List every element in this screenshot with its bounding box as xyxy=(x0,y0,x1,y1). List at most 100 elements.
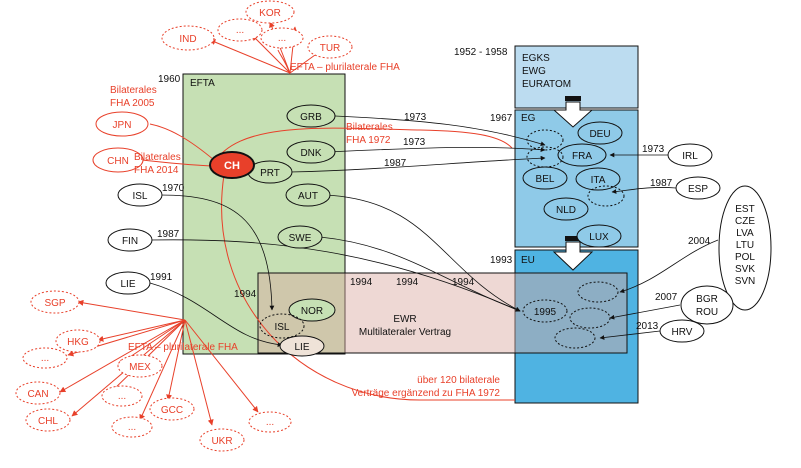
eg-member-deu: DEU xyxy=(589,129,610,140)
fha-top-label: EFTA – plurilaterale FHA xyxy=(290,62,400,73)
fha-kor: KOR xyxy=(259,8,281,19)
oval-isl-out xyxy=(117,183,163,207)
oval-dnk xyxy=(286,140,336,164)
ch-jpn-line xyxy=(149,123,215,161)
egks-line-1: EGKS xyxy=(522,53,550,64)
oval-gcc xyxy=(149,397,195,421)
outside-hrv: HRV xyxy=(672,327,693,338)
fha-ind: IND xyxy=(179,34,196,45)
dotted-eu-2013 xyxy=(554,327,596,349)
efta-member-aut: AUT xyxy=(298,191,318,202)
year-2004: 2004 xyxy=(688,236,711,247)
year-aut: 1994 xyxy=(350,277,373,288)
oval-bot-dots-2 xyxy=(101,385,143,407)
oval-chl xyxy=(25,408,71,432)
efta-year: 1960 xyxy=(158,74,181,85)
eg-member-nld: NLD xyxy=(556,205,576,216)
efta-member-prt: PRT xyxy=(260,168,280,179)
arrow-swe xyxy=(319,236,521,312)
egks-line-2: EWG xyxy=(522,66,546,77)
oval-bgr-rou xyxy=(680,285,734,325)
oval-ch xyxy=(209,151,255,179)
egks-year: 1952 - 1958 xyxy=(454,47,508,58)
fha-chn-text-1: Bilaterales xyxy=(134,152,181,163)
efta-member-grb: GRB xyxy=(300,112,322,123)
fha-bot-dots-2: ... xyxy=(118,391,126,402)
outside-bgr: BGR xyxy=(696,294,718,305)
eu-year: 1993 xyxy=(490,255,513,266)
dotted-eu-2004 xyxy=(577,281,619,303)
eg-year: 1967 xyxy=(490,113,513,124)
arrow-esp xyxy=(611,187,677,194)
oval-bot-dots-4 xyxy=(248,411,292,433)
oval-irl xyxy=(667,143,713,167)
year-dnk: 1973 xyxy=(403,137,426,148)
year-prt: 1987 xyxy=(384,158,407,169)
fha-hkg: HKG xyxy=(67,337,89,348)
enl-cze: CZE xyxy=(735,216,755,227)
ch-chn-line xyxy=(141,159,213,167)
fha1972-text-1: Bilaterales xyxy=(346,122,393,133)
enl-est: EST xyxy=(735,204,754,215)
arrow-dnk xyxy=(324,146,546,153)
ewr-label: EWR xyxy=(393,314,416,325)
arrow-egks-to-eg xyxy=(552,96,594,128)
oval-grb xyxy=(286,104,336,128)
ewr-sublabel: Multilateraler Vertrag xyxy=(359,327,451,338)
fha-bot-dots-3: ... xyxy=(128,422,136,433)
fha1972-text-2: FHA 1972 xyxy=(346,135,391,146)
oval-fra xyxy=(557,143,607,167)
fha-bottom-label: EFTA – plurilaterale FHA xyxy=(128,342,238,353)
fha-tur: TUR xyxy=(320,43,341,54)
oval-ukr xyxy=(199,428,245,452)
year-fin-eu: 1994 xyxy=(452,277,475,288)
eg-label: EG xyxy=(521,113,536,124)
efta-member-dnk: DNK xyxy=(300,148,321,159)
year-isl: 1970 xyxy=(162,183,185,194)
efta-member-lie: LIE xyxy=(294,342,309,353)
oval-can xyxy=(15,381,61,405)
year-swe: 1994 xyxy=(396,277,419,288)
oval-lux xyxy=(576,224,622,248)
eg-member-fra: FRA xyxy=(572,151,592,162)
dotted-eu-2007 xyxy=(569,307,611,329)
eg-member-ita: ITA xyxy=(591,175,606,186)
year-esp: 1987 xyxy=(650,178,673,189)
efta-member-isl: ISL xyxy=(274,322,289,333)
arrow-grb xyxy=(334,115,546,147)
eu-1995-label: 1995 xyxy=(534,307,557,318)
dotted-eu-1995 xyxy=(522,299,568,323)
enl-pol: POL xyxy=(735,252,755,263)
efta-member-swe: SWE xyxy=(289,233,312,244)
oval-2004 xyxy=(718,185,772,311)
oval-hrv xyxy=(659,319,705,343)
year-2007: 2007 xyxy=(655,292,678,303)
fha-jpn-text-1: Bilaterales xyxy=(110,85,157,96)
arrow-fin xyxy=(149,239,521,312)
dotted-eg-3 xyxy=(587,185,625,207)
oval-swe xyxy=(277,225,323,249)
year-2013: 2013 xyxy=(636,321,659,332)
oval-fin-out xyxy=(107,228,153,252)
year-fin: 1987 xyxy=(157,229,180,240)
oval-jpn xyxy=(95,111,149,137)
oval-ind xyxy=(161,25,215,51)
oval-ita xyxy=(575,167,621,191)
fha-bot-dots-4: ... xyxy=(266,417,274,428)
oval-top-dots-1 xyxy=(217,18,263,42)
arrow-isl-1970 xyxy=(159,194,275,311)
egks-line-3: EURATOM xyxy=(522,79,571,90)
arrow-2013 xyxy=(599,330,661,340)
enl-svn: SVN xyxy=(735,276,756,287)
fha-note-1: über 120 bilaterale xyxy=(417,375,500,386)
oval-hkg xyxy=(55,329,101,353)
eu-block xyxy=(514,249,639,404)
efta-member-nor: NOR xyxy=(301,306,323,317)
outside-fin: FIN xyxy=(122,236,138,247)
fha-chn: CHN xyxy=(107,156,129,167)
fha-ukr: UKR xyxy=(211,436,232,447)
fha-chl: CHL xyxy=(38,416,58,427)
dotted-eg-2 xyxy=(526,146,564,168)
oval-bot-dots-1 xyxy=(22,347,68,369)
